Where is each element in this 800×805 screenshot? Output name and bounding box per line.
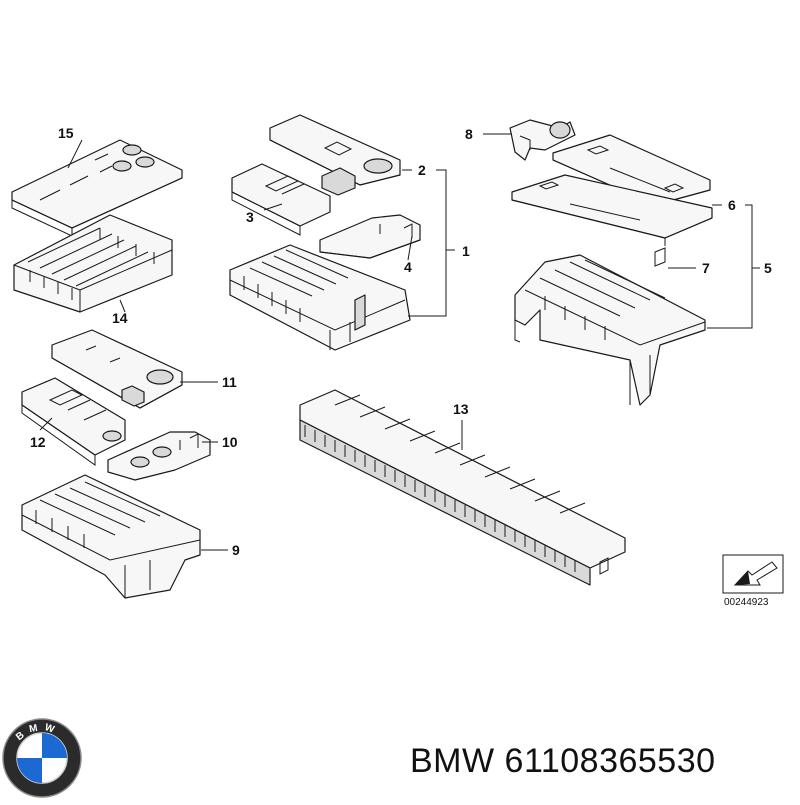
- reference-code: 00244923: [724, 597, 769, 608]
- part-6-cover-bottom: [511, 174, 713, 267]
- part-6-cover-top: [552, 134, 711, 206]
- part-1-fuse-box: [229, 244, 411, 351]
- part-3-cover: [231, 163, 331, 236]
- callout-6: 6: [728, 197, 736, 213]
- callout-4: 4: [404, 259, 412, 275]
- part-5-fuse-box: [514, 254, 706, 406]
- reference-arrow-icon: [722, 554, 784, 594]
- callout-15: 15: [58, 125, 74, 141]
- leader-lines: [39, 133, 760, 551]
- callout-1: 1: [462, 243, 470, 259]
- part-11-cover: [51, 329, 183, 409]
- part-15-cover: [11, 139, 183, 237]
- callout-11: 11: [222, 374, 237, 390]
- part-10-bracket: [107, 431, 211, 481]
- callout-9: 9: [232, 542, 240, 558]
- callout-12: 12: [30, 434, 46, 450]
- callout-13: 13: [453, 401, 469, 417]
- callout-8: 8: [465, 126, 473, 142]
- part-8-connector: [509, 119, 576, 161]
- callout-2: 2: [418, 162, 426, 178]
- part-number: 61108365530: [504, 742, 716, 780]
- bmw-logo-icon: BMW: [2, 718, 82, 798]
- callout-5: 5: [764, 260, 772, 276]
- callout-labels: 15 14 2 3 1 4 8 6 7 5 11 12 10 13 9: [30, 125, 772, 558]
- brand-name: BMW: [410, 742, 495, 780]
- part-12-cover: [21, 377, 126, 466]
- callout-10: 10: [222, 434, 238, 450]
- part-2-cover: [269, 114, 401, 196]
- callout-3: 3: [246, 209, 254, 225]
- part-4-cover: [319, 214, 421, 259]
- part-13-connector-strip: [299, 389, 626, 586]
- part-14-fuse-box: [13, 214, 173, 313]
- callout-7: 7: [702, 260, 710, 276]
- part-identifier: BMW 61108365530: [410, 742, 716, 781]
- part-9-fuse-box: [21, 474, 201, 599]
- callout-14: 14: [112, 310, 128, 326]
